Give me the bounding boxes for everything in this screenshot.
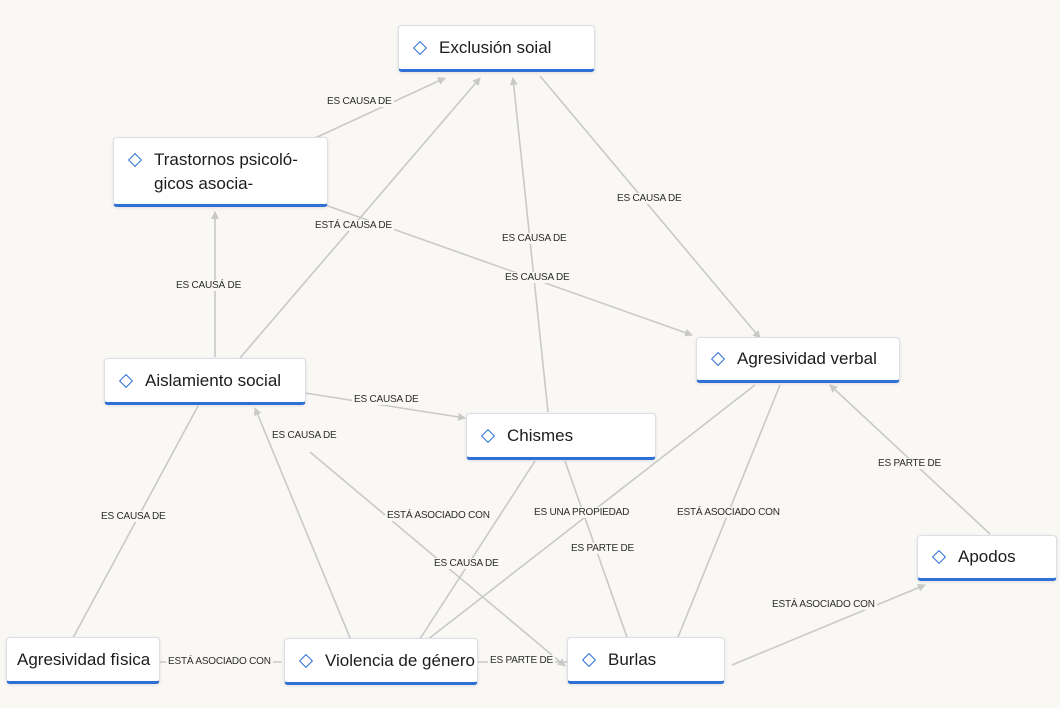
node-aislamiento-social[interactable]: Aislamiento social [104,358,306,405]
node-label: Agresividad verbal [737,349,877,368]
edge-exclusion-agresividad-verbal [539,75,761,339]
edge-label-agresividad-verbal-violencia: ES UNA PROPIEDAD [532,507,632,518]
edge-label-violencia-burlas: ES PARTE DE [488,655,556,666]
diamond-icon [480,428,496,443]
edge-agresividad-verbal-burlas [666,384,781,663]
edge-chismes-exclusion [509,77,549,413]
edge-violencia-aislamiento [253,407,361,663]
edge-label-exclusion-agresividad-verbal: ES CAUSA DE [615,193,684,204]
node-agresividad-fisica[interactable]: Agresividad fìsica [6,637,160,684]
node-label: Trastornos psicoló-gicos asocia- [154,150,298,193]
edge-label-agresividad-fisica-violencia: ESTÁ ASOCIADO CON [166,656,273,667]
edge-label-chismes-violencia: ES CAUSA DE [432,558,501,569]
node-apodos[interactable]: Apodos [917,535,1057,581]
edge-label-violencia-aislamiento: ES CAUSA DE [270,430,339,441]
diamond-icon [412,40,428,55]
node-label: Apodos [958,547,1016,566]
diamond-icon [710,351,726,367]
node-label: Aislamiento social [145,370,282,390]
node-label: Chismes [507,425,574,445]
edge-label-chismes-exclusion: ES CAUSA DE [500,233,569,244]
node-exclusion-social[interactable]: Exclusión soial [398,25,595,72]
edge-agresividad-fisica-aislamiento [59,405,199,663]
node-label: Exclusión soial [439,37,552,57]
node-label: Burlas [608,649,657,669]
edge-label-trastornos-exclusion: ES CAUSA DE [325,96,394,107]
edge-label-aislamiento-chismes: ES CAUSA DE [352,394,421,405]
edge-label-aislamiento-exclusion: ESTÁ CAUSA DE [313,220,394,231]
diamond-icon [298,653,314,668]
edge-label-apodos-agresividad-verbal: ES PARTE DE [876,458,944,469]
node-label: Agresividad fìsica [17,649,151,669]
node-chismes[interactable]: Chismes [466,413,656,460]
diamond-icon [581,652,597,667]
diamond-icon [931,549,947,565]
diamond-icon [118,373,134,388]
edge-label-agresividad-verbal-burlas: ESTÁ ASOCIADO CON [675,507,782,518]
edge-agresividad-verbal-violencia [394,384,756,666]
edge-burlas-apodos [731,583,926,666]
node-burlas[interactable]: Burlas [567,637,725,684]
edge-chismes-burlas [564,460,637,661]
edge-label-agresividad-fisica-aislamiento: ES CAUSA DE [99,511,168,522]
edge-trastornos-exclusion [299,77,446,146]
node-label: Violencia de género [325,650,475,670]
edge-label-aislamiento-burlas: ESTÁ ASOCIADO CON [385,510,492,521]
node-trastornos-psicologicos[interactable]: Trastornos psicoló-gicos asocia- [113,137,328,207]
edge-label-aislamiento-trastornos: ES CAUSÁ DE [174,280,244,291]
node-agresividad-verbal[interactable]: Agresividad verbal [696,337,900,383]
edge-label-burlas-apodos: ESTÁ ASOCIADO CON [770,599,877,610]
edge-label-chismes-burlas: ES PARTE DE [569,543,637,554]
diamond-icon [127,152,143,168]
node-violencia-de-genero[interactable]: Violencia de género [284,638,478,685]
edge-aislamiento-chismes [304,392,466,421]
edge-label-trastornos-agresividad-verbal: ES CAUSA DE [503,272,572,283]
